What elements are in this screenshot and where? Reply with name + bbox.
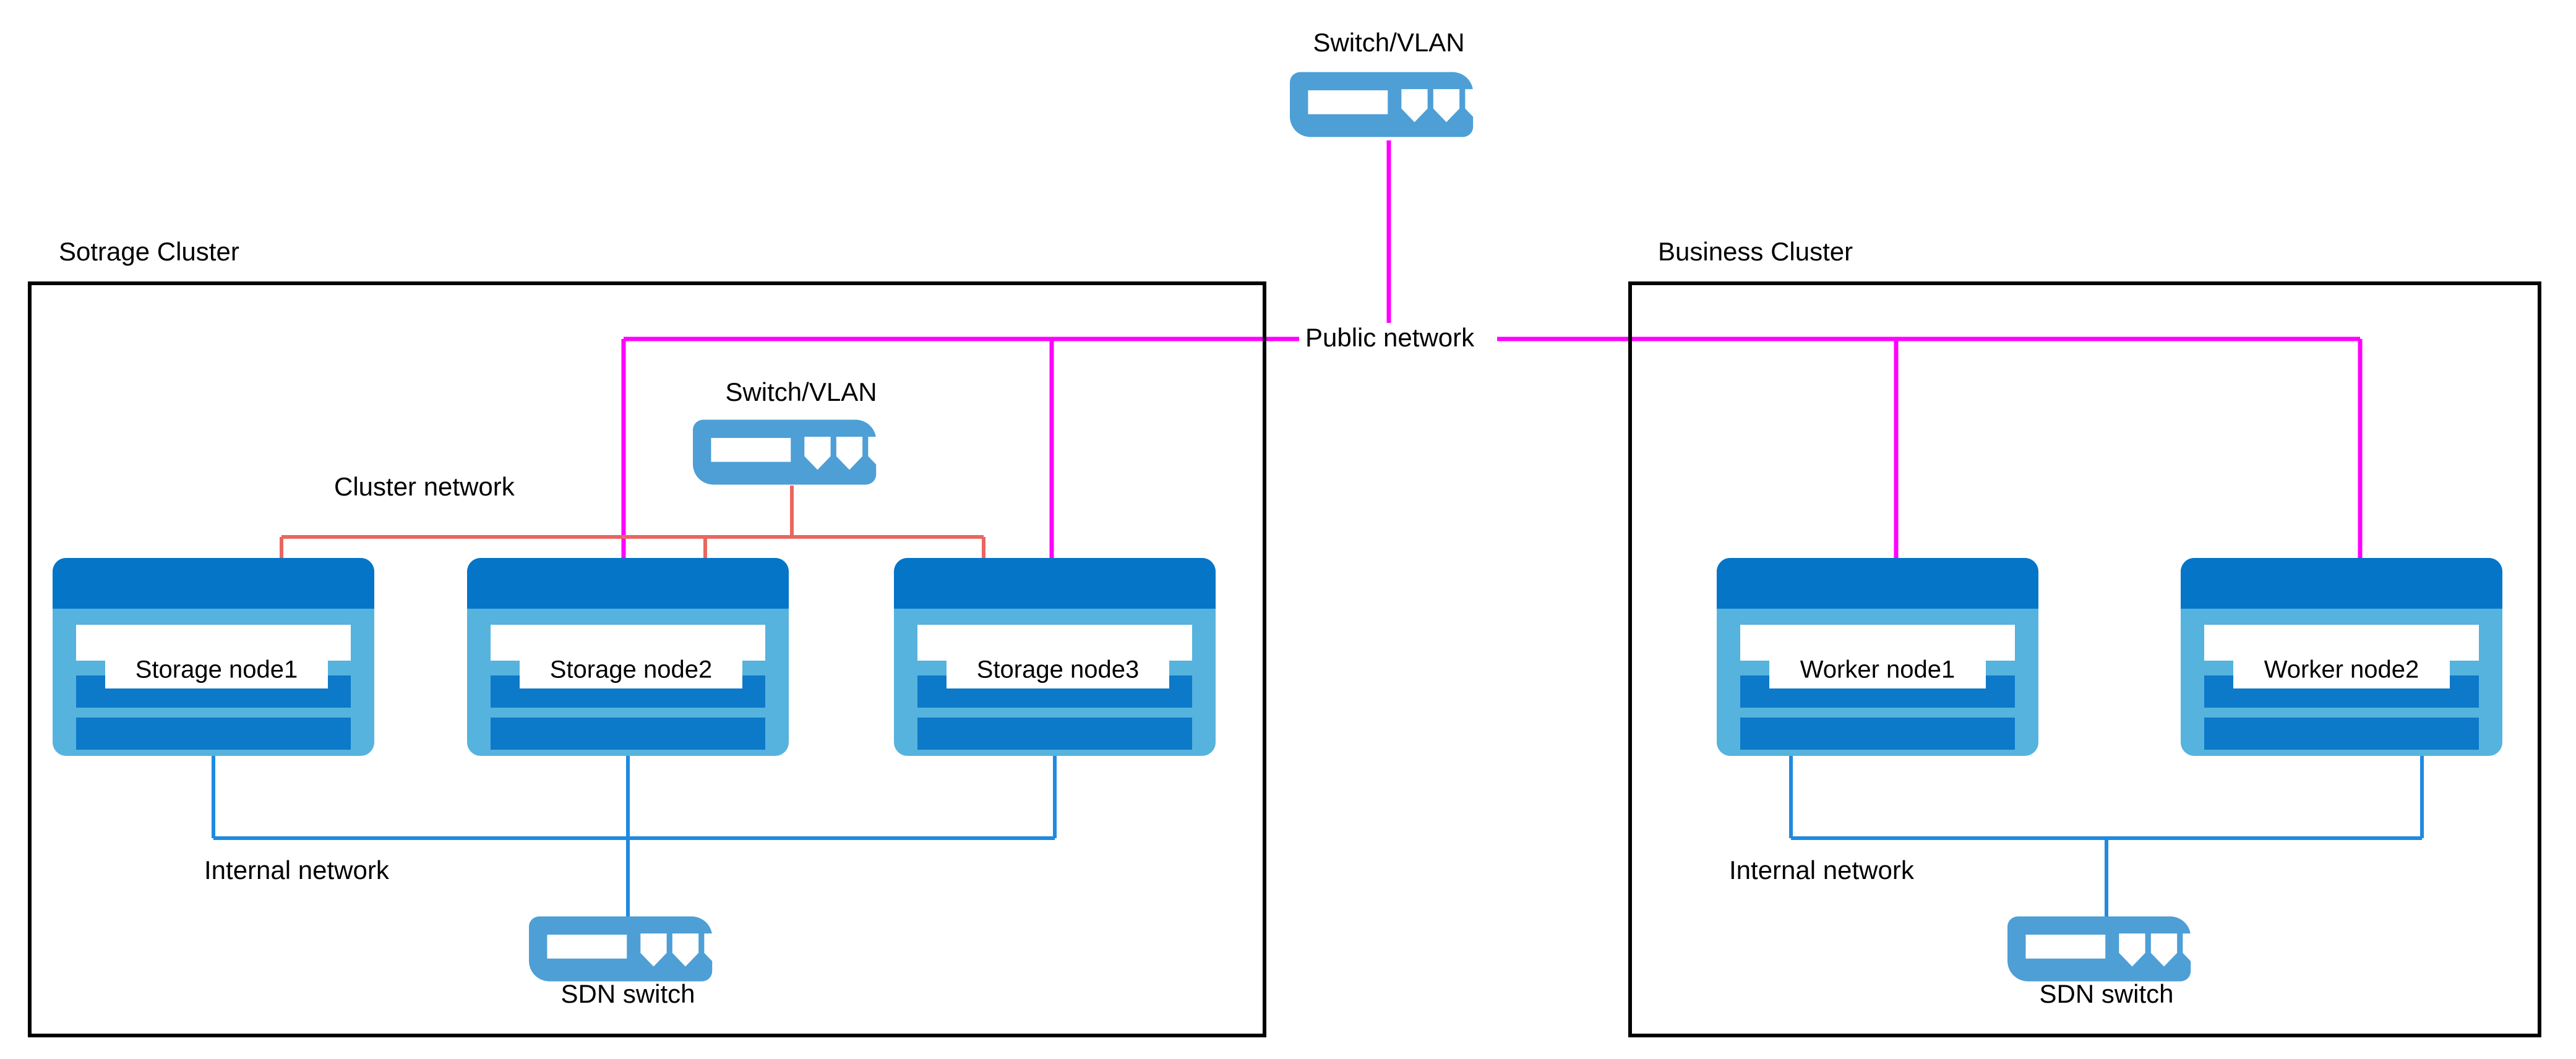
business-cluster-frame: [1628, 281, 2541, 1037]
cluster-network-label: Cluster network: [334, 472, 515, 501]
network-switch-icon[interactable]: [1290, 72, 1492, 137]
storage-sdn-switch-label: SDN switch: [560, 979, 695, 1008]
storage-switch-label: Switch/VLAN: [725, 377, 877, 406]
business-cluster-title: Business Cluster: [1658, 237, 1853, 266]
network-switch-icon[interactable]: [693, 419, 895, 485]
business-sdn-switch-label: SDN switch: [2039, 979, 2173, 1008]
storage-node-3-name-plate: Storage node3: [947, 653, 1169, 688]
node-label-plate: [520, 653, 742, 688]
business-internal-network-links: [1789, 756, 2424, 917]
business-internal-network-label: Internal network: [1729, 855, 1915, 885]
storage-node-3-label: Storage node3: [977, 656, 1139, 684]
public-network-label-plate: [1299, 323, 1497, 355]
worker-node-2-name-plate: Worker node2: [2233, 653, 2450, 688]
node-label-plate: [2233, 653, 2450, 688]
storage-switch-group[interactable]: Switch/VLAN: [693, 377, 895, 485]
top-switch-group[interactable]: Switch/VLAN: [1290, 28, 1492, 137]
network-switch-icon[interactable]: [529, 916, 731, 982]
storage-internal-network-links: [212, 756, 1057, 917]
cluster-network-links: [280, 486, 985, 558]
public-network-label-group: Public network: [1299, 323, 1497, 355]
storage-node-1-name-plate: Storage node1: [105, 653, 328, 688]
storage-node-2-name-plate: Storage node2: [520, 653, 742, 688]
storage-internal-network-label: Internal network: [204, 855, 390, 885]
storage-cluster-frame: [28, 281, 1266, 1037]
node-label-plate: [1769, 653, 1986, 688]
worker-node-2-label: Worker node2: [2264, 656, 2419, 684]
storage-node-2-label: Storage node2: [550, 656, 712, 684]
network-switch-icon[interactable]: [2007, 916, 2209, 982]
storage-node-1-label: Storage node1: [135, 656, 298, 684]
business-sdn-switch-group[interactable]: SDN switch: [2007, 916, 2209, 1009]
node-label-plate: [105, 653, 328, 688]
top-switch-label: Switch/VLAN: [1313, 28, 1464, 57]
storage-cluster-title: Sotrage Cluster: [59, 237, 239, 266]
worker-node-1-label: Worker node1: [1800, 656, 1956, 684]
public-network-label: Public network: [1305, 323, 1475, 352]
node-label-plate: [947, 653, 1169, 688]
worker-node-1-name-plate: Worker node1: [1769, 653, 1986, 688]
storage-sdn-switch-group[interactable]: SDN switch: [529, 916, 731, 1009]
